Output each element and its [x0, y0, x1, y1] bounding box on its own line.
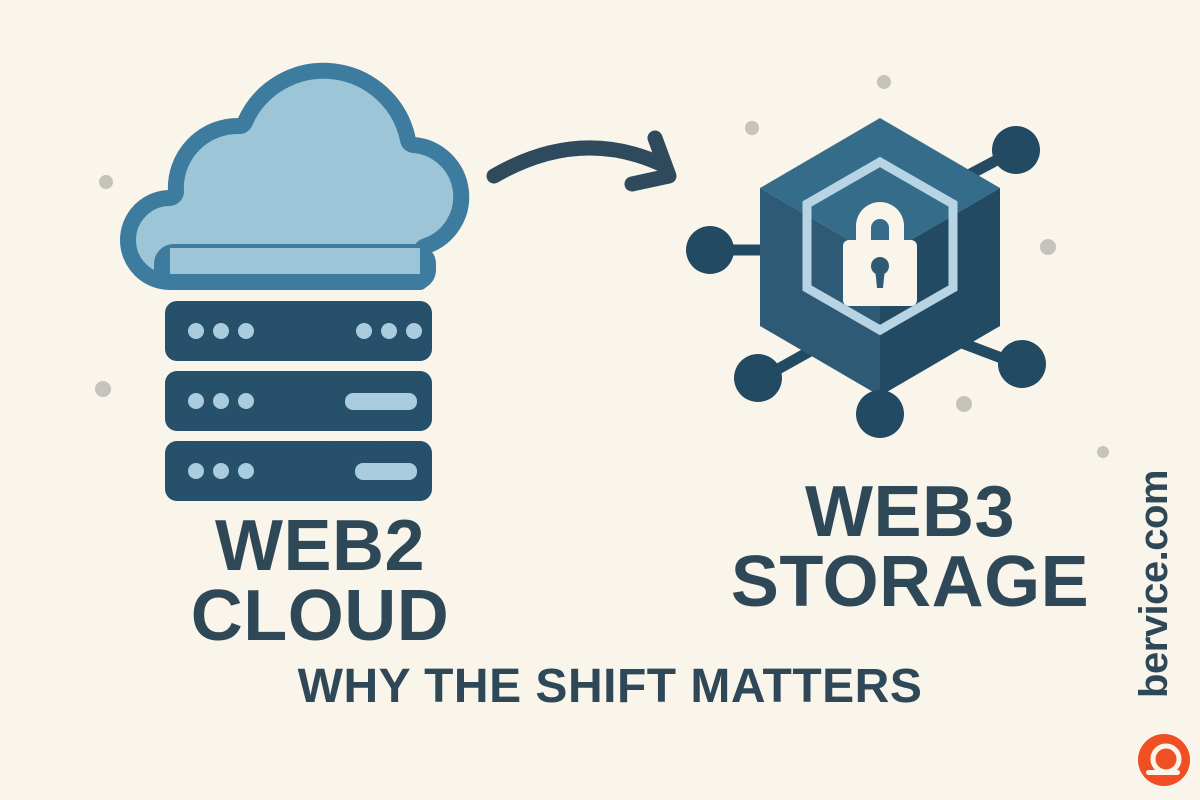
decorative-dot	[1040, 239, 1056, 255]
node-bottom-right	[998, 340, 1046, 388]
node-bottom-left	[734, 354, 782, 402]
node-bottom	[856, 390, 904, 438]
node-left	[686, 226, 734, 274]
bervice-logo-icon	[1138, 734, 1190, 786]
secure-blockchain-cube-icon	[686, 118, 1046, 438]
web2-cloud-title: WEB2 CLOUD	[190, 506, 450, 656]
cloud-base-inner	[170, 248, 420, 274]
decorative-dot	[877, 75, 891, 89]
decorative-dot	[956, 396, 972, 412]
brand-domain-text: bervice.com	[1132, 470, 1176, 698]
web3-storage-title: WEB3 STORAGE	[730, 472, 1090, 622]
decorative-dot	[99, 175, 113, 189]
cloud-shape	[120, 62, 470, 290]
security-hexagon-outline	[802, 156, 958, 336]
server-rack-1	[165, 301, 432, 361]
padlock-icon	[843, 202, 917, 306]
cloud-server-icon	[120, 62, 470, 501]
bervice-watermark[interactable]: bervice.com	[1132, 470, 1194, 800]
curved-arrow-icon	[486, 130, 677, 192]
subtitle-why-the-shift-matters: WHY THE SHIFT MATTERS	[297, 660, 923, 713]
decorative-dot	[95, 381, 111, 397]
decorative-dot	[745, 121, 759, 135]
cube-nodes	[686, 126, 1046, 438]
server-rack-2	[165, 371, 432, 431]
node-top-right	[992, 126, 1040, 174]
server-rack-3	[165, 441, 432, 501]
decorative-dot	[1097, 446, 1109, 458]
